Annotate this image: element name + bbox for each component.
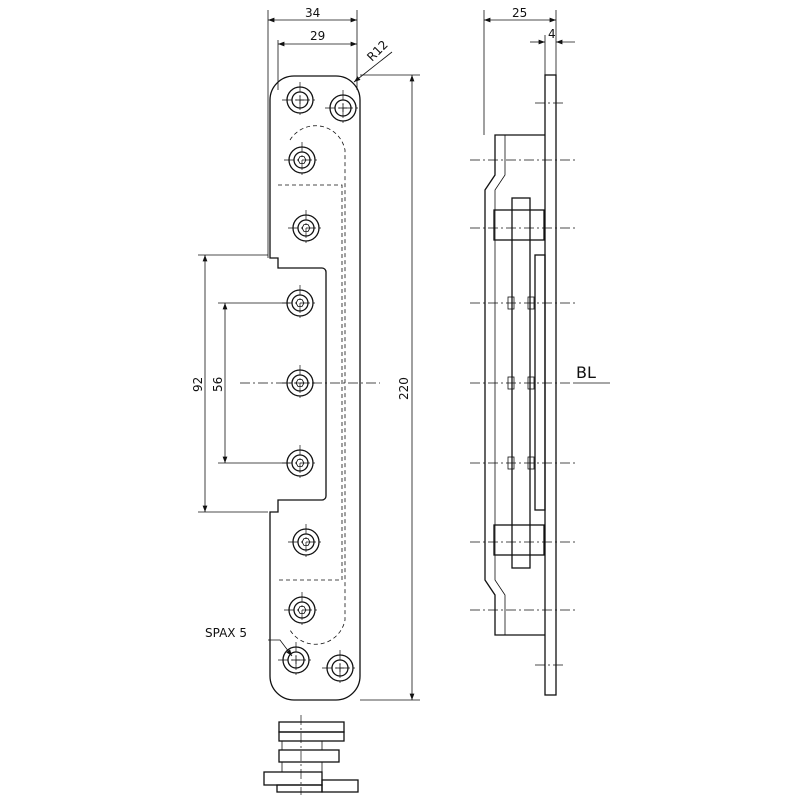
dim-4: 4: [548, 27, 556, 41]
dim-92: 92: [191, 377, 205, 392]
label-bl: BL: [576, 363, 596, 382]
screw-hole-icon: [284, 142, 320, 178]
dim-220: 220: [397, 377, 411, 400]
screw-hole-icon: [282, 82, 318, 118]
dim-r12: R12: [364, 38, 391, 65]
front-view: [240, 75, 380, 701]
screw-hole-icon: [282, 365, 318, 401]
screw-hole-icon: [322, 650, 358, 686]
side-view: BL 25 4: [470, 6, 610, 696]
dim-34: 34: [305, 6, 320, 20]
dim-56: 56: [211, 377, 225, 392]
screw-hole-icon: [278, 642, 314, 678]
screw-hole-icon: [288, 210, 324, 246]
screw-hole-icon: [325, 90, 361, 126]
section-view: [263, 715, 359, 795]
dim-29: 29: [310, 29, 325, 43]
front-dimensions: 34 29 R12 220 92 56 SPAX 5: [191, 6, 420, 701]
screw-hole-icon: [288, 524, 324, 560]
screw-hole-icon: [284, 592, 320, 628]
label-spax5: SPAX 5: [205, 626, 247, 640]
dim-25: 25: [512, 6, 527, 20]
